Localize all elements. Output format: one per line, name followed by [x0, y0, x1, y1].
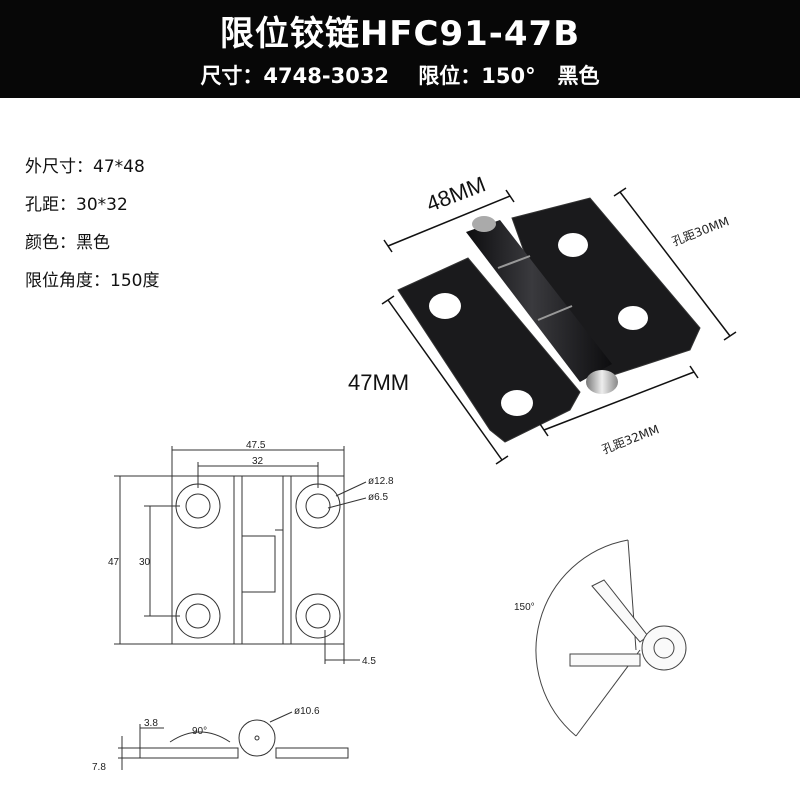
dim-side-a: 3.8 — [144, 718, 158, 729]
rotation-leaf-fixed — [569, 653, 641, 667]
dim-thickness: 7.8 — [92, 762, 106, 773]
dim-angle-limit: 150° — [514, 602, 535, 613]
hinge-hole-4 — [618, 306, 648, 330]
hinge-barrel — [466, 220, 612, 382]
title-banner: 限位铰链HFC91-47B 尺寸：4748-3032 限位：150° 黑色 — [0, 0, 800, 98]
spec-outer-size: 外尺寸：47*48 — [25, 157, 145, 177]
drawing-hole-4 — [295, 593, 341, 639]
rotation-knuckle — [641, 625, 687, 671]
photo-height-label: 47MM — [348, 370, 409, 395]
spec-limit-angle: 限位角度：150度 — [25, 271, 160, 291]
side-view-leaf-right — [275, 747, 349, 759]
hinge-hole-1 — [429, 293, 461, 319]
spec-color: 颜色：黑色 — [25, 233, 110, 253]
dim-hole-inner: ø6.5 — [368, 492, 388, 503]
dim-hole-height: 30 — [139, 557, 151, 568]
drawing-outline — [171, 475, 345, 645]
dim-overall-height: 47 — [108, 557, 120, 568]
side-view-knuckle — [238, 719, 276, 757]
product-title: 限位铰链HFC91-47B — [219, 14, 581, 54]
product-subtitle: 尺寸：4748-3032 限位：150° 黑色 — [200, 64, 600, 88]
side-view-leaf-left — [139, 747, 239, 759]
dim-edge: 4.5 — [362, 656, 376, 667]
spec-hole-distance: 孔距：30*32 — [25, 195, 128, 215]
dim-overall-width: 47.5 — [246, 440, 266, 451]
dim-hole-outer: ø12.8 — [368, 476, 394, 487]
dim-knuckle: ø10.6 — [294, 706, 320, 717]
rotation-leaf-open — [591, 579, 649, 643]
hinge-pin-head — [586, 370, 618, 394]
hinge-hole-3 — [558, 233, 588, 257]
hinge-hole-2 — [501, 390, 533, 416]
dim-hole-width: 32 — [252, 456, 264, 467]
dim-side-angle: 90° — [192, 726, 207, 737]
